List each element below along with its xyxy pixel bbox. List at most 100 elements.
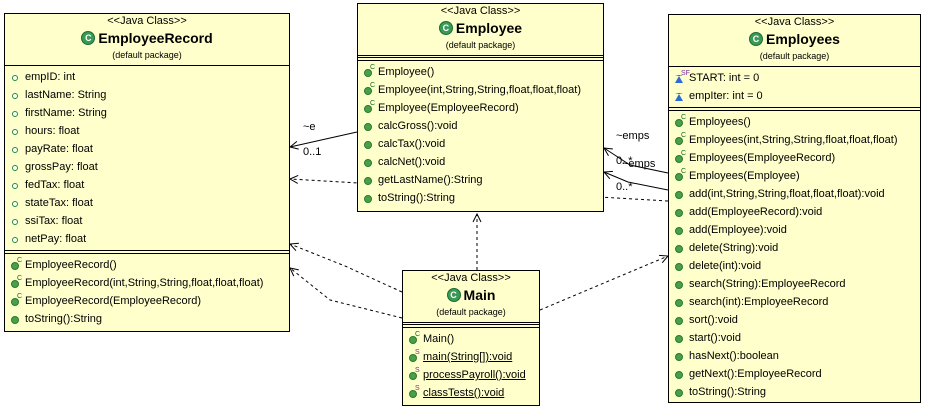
public-method-icon <box>364 141 372 149</box>
class-employees[interactable]: <<Java Class>> C Employees (default pack… <box>668 14 921 403</box>
public-method-icon <box>409 390 417 398</box>
method-item[interactable]: calcGross():void <box>364 117 603 135</box>
public-method-icon <box>675 317 683 325</box>
attribute-item[interactable]: empIter: int = 0 <box>675 87 920 105</box>
attribute-item[interactable]: fedTax: float <box>11 176 289 194</box>
field-icon <box>12 93 18 99</box>
assoc-role-e: ~e <box>303 121 316 133</box>
attribute-item[interactable]: netPay: float <box>11 230 289 248</box>
public-method-icon <box>675 353 683 361</box>
static-flag: S <box>415 349 420 356</box>
method-item[interactable]: toString():String <box>11 310 289 328</box>
attribute-item[interactable]: stateTax: float <box>11 194 289 212</box>
attribute-item[interactable]: payRate: float <box>11 140 289 158</box>
package-label: (default package) <box>112 50 182 60</box>
constructor-flag: C <box>681 150 687 157</box>
constructor-flag: C <box>681 132 687 139</box>
public-method-icon <box>675 281 683 289</box>
field-icon <box>12 129 18 135</box>
constructor-flag: C <box>17 257 23 264</box>
method-item[interactable]: delete(int):void <box>675 257 920 275</box>
public-method-icon <box>364 159 372 167</box>
public-method-icon <box>675 191 683 199</box>
class-title: C Employee <box>358 18 603 38</box>
public-method-icon <box>675 389 683 397</box>
method-item[interactable]: hasNext():boolean <box>675 347 920 365</box>
field-icon <box>12 111 18 117</box>
attribute-item[interactable]: firstName: String <box>11 104 289 122</box>
method-item[interactable]: getNext():EmployeeRecord <box>675 365 920 383</box>
public-method-icon <box>675 119 683 127</box>
public-method-icon <box>675 227 683 235</box>
public-method-icon <box>675 137 683 145</box>
class-name: Employee <box>455 20 523 36</box>
method-item[interactable]: sort():void <box>675 311 920 329</box>
class-header: <<Java Class>> C Main (default package) <box>403 271 539 319</box>
public-method-icon <box>409 354 417 362</box>
stereotype-label: <<Java Class>> <box>107 15 187 27</box>
method-item[interactable]: search(String):EmployeeRecord <box>675 275 920 293</box>
method-item[interactable]: toString():String <box>675 383 920 401</box>
static-flag: S <box>415 367 420 374</box>
package-label: (default package) <box>445 40 516 50</box>
constructor-flag: C <box>17 275 23 282</box>
method-item[interactable]: delete(String):void <box>675 239 920 257</box>
constructor-flag: C <box>681 114 687 121</box>
public-method-icon <box>675 173 683 181</box>
class-c-icon: C <box>438 21 453 35</box>
field-icon <box>12 201 18 207</box>
attribute-item[interactable]: ssiTax: float <box>11 212 289 230</box>
attribute-item[interactable]: lastName: String <box>11 86 289 104</box>
method-item[interactable]: calcTax():void <box>364 135 603 153</box>
public-method-icon <box>675 299 683 307</box>
method-item[interactable]: add(int,String,String,float,float,float)… <box>675 185 920 203</box>
class-c-icon: C <box>749 32 764 46</box>
assoc-multiplicity-emps-1: 0..* <box>616 155 633 167</box>
dependency-line-main-record <box>290 244 403 293</box>
method-item[interactable]: toString():String <box>364 189 603 207</box>
class-main[interactable]: <<Java Class>> C Main (default package) … <box>402 270 540 406</box>
method-item[interactable]: getLastName():String <box>364 171 603 189</box>
class-header: <<Java Class>> C Employees (default pack… <box>669 15 920 63</box>
stereotype-label: <<Java Class>> <box>431 272 511 284</box>
public-method-icon <box>11 316 19 324</box>
package-field-icon <box>675 93 683 101</box>
class-employee[interactable]: <<Java Class>> C Employee (default packa… <box>357 3 604 212</box>
class-title: C Employees <box>669 29 920 49</box>
method-item[interactable]: start():void <box>675 329 920 347</box>
method-item[interactable]: calcNet():void <box>364 153 603 171</box>
method-item[interactable]: search(int):EmployeeRecord <box>675 293 920 311</box>
method-item[interactable]: add(EmployeeRecord):void <box>675 203 920 221</box>
public-method-icon <box>11 262 19 270</box>
method-item[interactable]: add(Employee):void <box>675 221 920 239</box>
class-c-icon: C <box>81 31 96 45</box>
assoc-multiplicity-e: 0..1 <box>303 146 322 158</box>
association-line-employee-record <box>290 131 358 147</box>
attribute-item[interactable]: grossPay: float <box>11 158 289 176</box>
public-method-icon <box>675 371 683 379</box>
field-icon <box>12 75 18 81</box>
class-employee-record[interactable]: <<Java Class>> C EmployeeRecord (default… <box>4 13 290 332</box>
public-method-icon <box>364 195 372 203</box>
attribute-list: empID: int lastName: String firstName: S… <box>5 66 289 250</box>
attribute-item[interactable]: empID: int <box>11 68 289 86</box>
constructor-flag: C <box>370 82 376 89</box>
attribute-item[interactable]: hours: float <box>11 122 289 140</box>
